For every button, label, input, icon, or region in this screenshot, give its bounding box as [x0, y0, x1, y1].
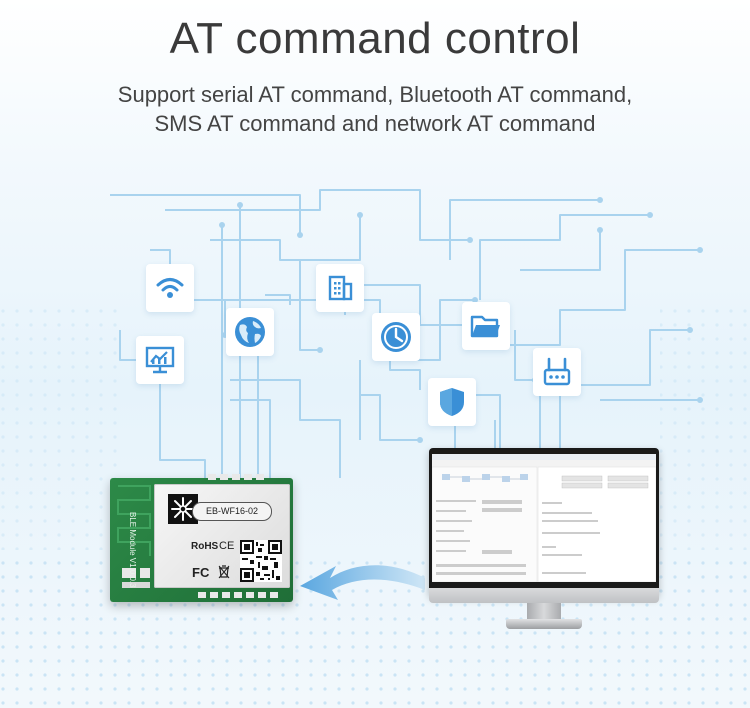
module-model-label: EB-WF16-02: [192, 502, 272, 521]
ce-mark: CE: [219, 540, 235, 552]
module-pins: [198, 592, 278, 598]
page-subtitle: Support serial AT command, Bluetooth AT …: [0, 80, 750, 138]
wifi-icon: [156, 278, 184, 298]
at-command-software-window: [432, 454, 656, 582]
rohs-mark: RoHS: [191, 541, 219, 552]
globe-tile: [226, 308, 274, 356]
module-top-pins: [208, 474, 264, 480]
transfer-arrow: [300, 565, 425, 600]
pcb-antenna: [117, 485, 151, 588]
shield-icon: [440, 388, 464, 416]
fc-mark: FC: [192, 565, 210, 580]
monitor-stand-base: [506, 619, 582, 629]
wifi-tile: [146, 264, 194, 312]
subtitle-line-1: Support serial AT command, Bluetooth AT …: [117, 82, 633, 107]
module-side-text: BLE Module V1.0.0.3: [128, 512, 137, 588]
building-tile: [316, 264, 364, 312]
chart-monitor-tile: [136, 336, 184, 384]
router-tile: [533, 348, 581, 396]
folder-tile: [462, 302, 510, 350]
router-icon: [543, 357, 571, 386]
monitor-chin: [429, 588, 659, 603]
shield-tile: [428, 378, 476, 426]
monitor-screen: [432, 454, 656, 582]
globe-icon: [235, 317, 265, 347]
page-title: AT command control: [169, 14, 581, 63]
subtitle-line-2: SMS AT command and network AT command: [154, 111, 596, 136]
monitor-stand-neck: [527, 603, 561, 620]
weee-bin-icon: [218, 565, 230, 579]
clock-tile: [372, 313, 420, 361]
clock-icon: [381, 322, 411, 352]
folder-icon: [470, 315, 500, 338]
building-icon: [328, 275, 353, 301]
chart-monitor-icon: [145, 346, 175, 374]
qr-code: [240, 540, 282, 582]
